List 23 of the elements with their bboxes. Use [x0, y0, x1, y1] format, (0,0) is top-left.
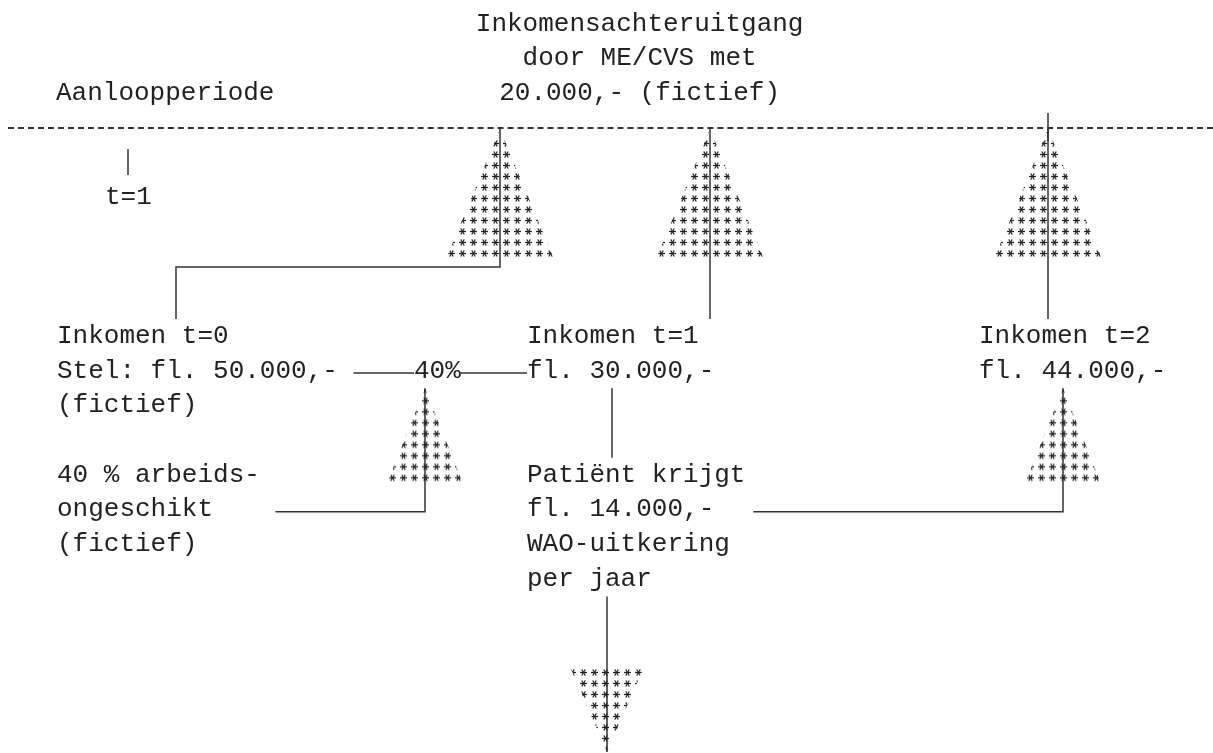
text-label: Inkomen t=1 [527, 319, 700, 353]
text-label: Inkomen t=2 [979, 319, 1152, 353]
text-label: t=1 [105, 181, 152, 215]
connector-line [611, 387, 613, 459]
text-label: Stel: fl. 50.000,- [57, 354, 339, 388]
text-label: fl. 30.000,- [527, 354, 715, 388]
text-label: fl. 44.000,- [979, 354, 1167, 388]
text-label: 40 % arbeids- ongeschikt (fictief) [57, 458, 261, 562]
timeline [8, 127, 1213, 129]
arrow [994, 128, 1102, 320]
text-label: Patiënt krijgt fl. 14.000,- WAO-uitkering per jaar [527, 458, 747, 596]
arrow [752, 387, 1101, 513]
text-label: Inkomen t=0 [57, 319, 230, 353]
diagram-title: Inkomensachteruitgang door ME/CVS met 20.000,- (fictief) [474, 7, 805, 111]
text-label: 40% [414, 354, 461, 388]
text-label: (fictief) [57, 389, 199, 423]
arrow [570, 595, 644, 753]
arrow [175, 128, 554, 320]
arrow [656, 128, 764, 320]
connector-line [460, 372, 528, 374]
connector-line [352, 372, 415, 374]
text-label: Aanloopperiode [56, 77, 275, 111]
arrow [274, 387, 463, 513]
